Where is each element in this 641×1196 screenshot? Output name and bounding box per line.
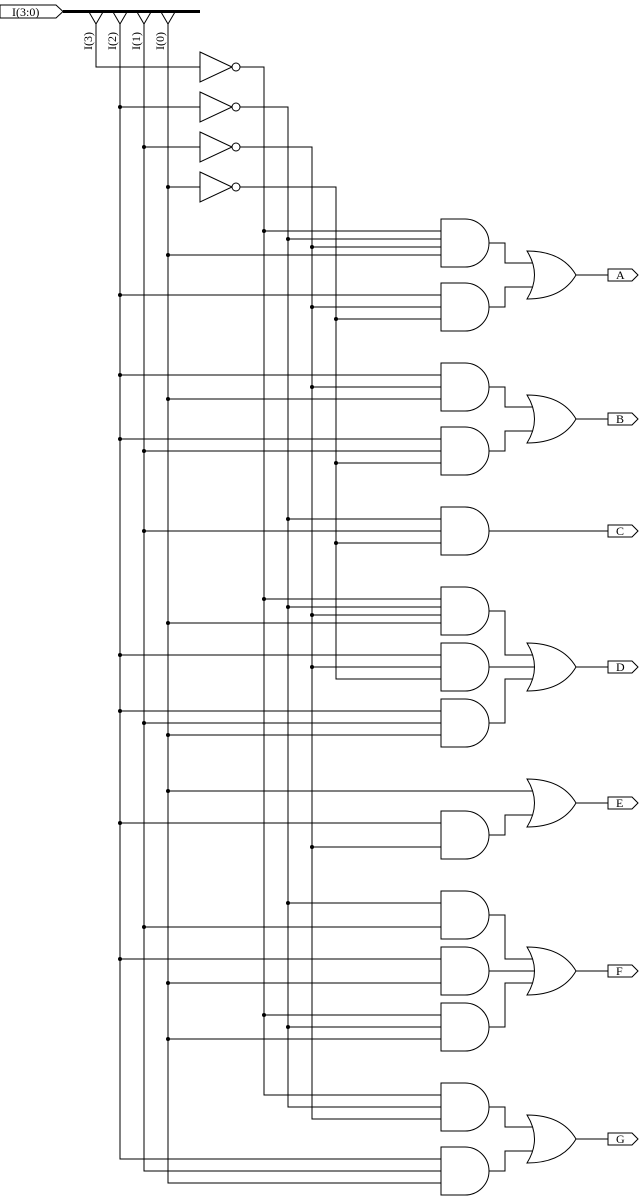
- tap-marker-i1: [136, 11, 152, 25]
- input-bus: I(3:0): [0, 4, 200, 19]
- inverter-i3: [199, 51, 441, 1096]
- input-rails: [95, 24, 441, 1184]
- output-label-d: D: [616, 660, 625, 674]
- and-gate: [440, 1146, 490, 1196]
- tap-marker-i3: [88, 11, 104, 25]
- or-gate: [526, 946, 577, 996]
- and-gate: [440, 586, 490, 636]
- output-port-c: C: [607, 524, 639, 538]
- tap-marker-i2: [112, 11, 128, 25]
- output-port-e: E: [607, 796, 639, 810]
- or-gate: [526, 1114, 577, 1164]
- tap-label-i2: I(2): [105, 32, 119, 50]
- inverter-i0: [168, 171, 441, 680]
- and-gate: [440, 282, 490, 332]
- output-label-e: E: [616, 796, 623, 810]
- or-gate: [526, 642, 577, 692]
- logic-output-b: [120, 362, 608, 476]
- output-label-b: B: [616, 412, 624, 426]
- inverter-i1: [144, 131, 441, 1120]
- junction-dots: [118, 105, 338, 1041]
- logic-output-a: [120, 218, 608, 332]
- inverters: [120, 51, 441, 1120]
- and-gate: [440, 946, 490, 996]
- output-label-a: A: [616, 268, 625, 282]
- output-port-d: D: [607, 660, 639, 674]
- input-port-label: I(3:0): [12, 5, 39, 19]
- and-gate: [440, 426, 490, 476]
- or-gate: [526, 250, 577, 300]
- and-gate: [440, 218, 490, 268]
- rail-i0: [167, 24, 441, 1184]
- and-gate: [440, 698, 490, 748]
- output-port-g: G: [607, 1132, 639, 1146]
- output-label-f: F: [616, 964, 623, 978]
- and-gate: [440, 642, 490, 692]
- output-port-b: B: [607, 412, 639, 426]
- rail-i2: [119, 24, 441, 1160]
- tap-label-i0: I(0): [153, 32, 167, 50]
- logic-output-c: [144, 506, 608, 556]
- output-label-c: C: [616, 524, 624, 538]
- and-gate: [440, 1082, 490, 1132]
- logic-output-g: [440, 1082, 608, 1196]
- output-port-f: F: [607, 964, 639, 978]
- output-port-a: A: [607, 268, 639, 282]
- bus-taps: I(3) I(2) I(1) I(0): [81, 11, 176, 50]
- or-gate: [526, 778, 577, 828]
- logic-output-d: [120, 586, 608, 748]
- rail-i3: [95, 24, 200, 68]
- tap-marker-i0: [160, 11, 176, 25]
- logic-output-f: [120, 890, 608, 1052]
- and-gate: [440, 890, 490, 940]
- and-gate: [440, 506, 490, 556]
- output-label-g: G: [616, 1132, 625, 1146]
- and-gate: [440, 810, 490, 860]
- input-port-marker: [0, 4, 64, 19]
- tap-label-i3: I(3): [81, 32, 95, 50]
- tap-label-i1: I(1): [129, 32, 143, 50]
- and-gate: [440, 1002, 490, 1052]
- logic-output-e: [120, 778, 608, 860]
- and-gate: [440, 362, 490, 412]
- rail-i1: [143, 24, 441, 1172]
- or-gate: [526, 394, 577, 444]
